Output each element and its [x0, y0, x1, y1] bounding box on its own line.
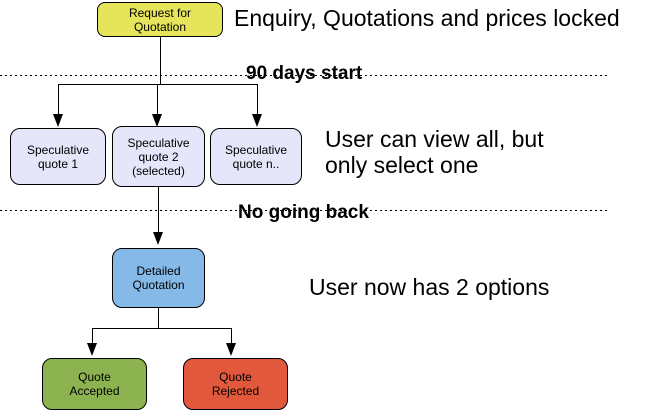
annotation-line: User can view all, but [325, 126, 544, 152]
milestone-label-no-going-back: No going back [238, 202, 369, 223]
connector-line [92, 328, 93, 343]
node-quote-rejected: Quote Rejected [183, 358, 288, 410]
arrowhead-down-icon [226, 343, 236, 356]
node-speculative-quote-1: Speculative quote 1 [10, 128, 106, 185]
arrowhead-down-icon [153, 232, 163, 245]
annotation-view-all: User can view all, but only select one [325, 126, 544, 178]
node-quote-accepted: Quote Accepted [42, 358, 147, 410]
node-label-line: quote n.. [232, 156, 280, 171]
node-label-line: Quotation [133, 19, 187, 34]
node-label-line: Quotation [132, 278, 185, 292]
connector-line [160, 37, 161, 84]
connector-line [231, 328, 232, 343]
node-speculative-quote-2-selected: Speculative quote 2 (selected) [112, 126, 205, 187]
node-label-line: (selected) [132, 163, 185, 178]
arrowhead-down-icon [252, 114, 262, 127]
node-label-line: Accepted [69, 384, 120, 398]
connector-line [92, 328, 231, 329]
milestone-divider-line [0, 75, 607, 76]
connector-line [157, 84, 158, 114]
node-label-line: Request for [128, 5, 192, 20]
connector-line [257, 84, 258, 114]
node-label-line: Speculative [26, 142, 90, 157]
arrowhead-down-icon [87, 343, 97, 356]
annotation-line: only select one [325, 152, 479, 178]
node-label-line: Speculative [127, 135, 190, 150]
milestone-label-90-days: 90 days start [246, 63, 363, 84]
node-label-line: quote 1 [37, 156, 79, 171]
milestone-divider-line [0, 210, 607, 211]
connector-line [58, 84, 258, 85]
connector-line [158, 187, 159, 232]
connector-line [58, 84, 59, 114]
node-detailed-quotation: Detailed Quotation [112, 248, 205, 308]
node-label-line: Quote [219, 370, 252, 384]
node-speculative-quote-n: Speculative quote n.. [210, 128, 302, 185]
node-label-line: Rejected [211, 384, 260, 398]
node-label-line: Speculative [224, 142, 288, 157]
annotation-two-options: User now has 2 options [309, 274, 550, 300]
node-request-for-quotation: Request for Quotation [97, 2, 223, 37]
arrowhead-down-icon [152, 114, 162, 127]
arrowhead-down-icon [53, 114, 63, 127]
node-label-line: quote 2 [138, 149, 179, 164]
connector-line [158, 308, 159, 328]
node-label-line: Quote [78, 370, 111, 384]
node-label-line: Detailed [136, 264, 181, 278]
annotation-enquiry: Enquiry, Quotations and prices locked [234, 5, 620, 31]
